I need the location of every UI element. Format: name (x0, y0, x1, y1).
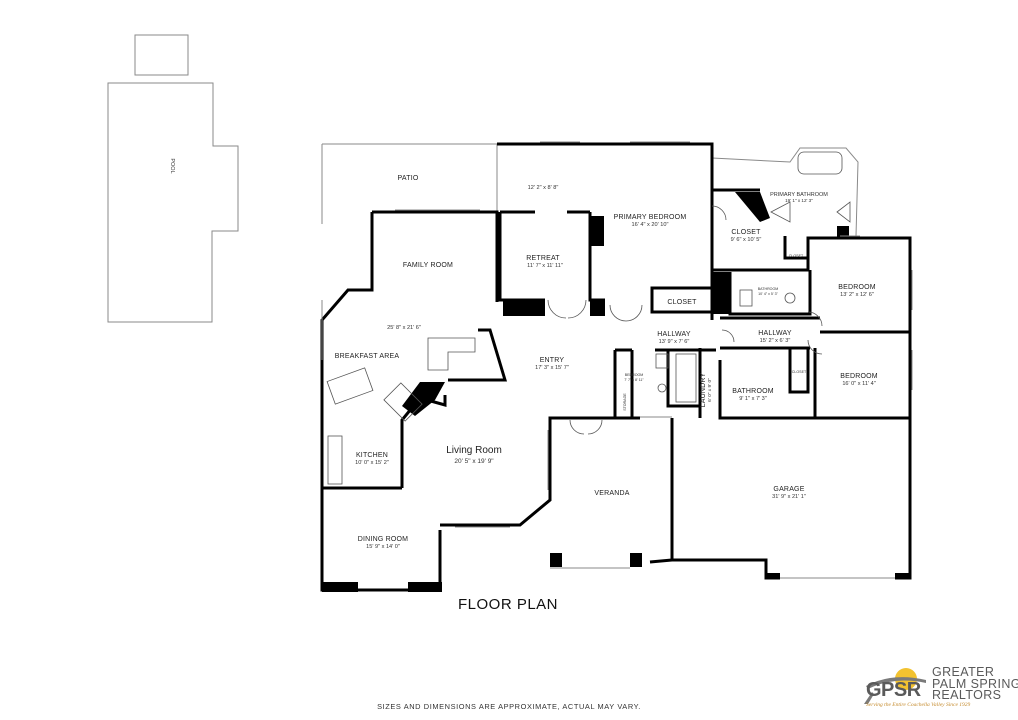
kitchen-dims: 10' 0" x 15' 2" (355, 460, 389, 466)
windows (321, 141, 913, 569)
breakfast-area-label: BREAKFAST AREA (335, 353, 400, 360)
primary-bathroom-label: PRIMARY BATHROOM (770, 192, 828, 198)
brand-line-3: REALTORS (932, 688, 1002, 702)
disclaimer-text: SIZES AND DIMENSIONS ARE APPROXIMATE, AC… (377, 702, 641, 711)
family-room-label: FAMILY ROOM (403, 262, 453, 269)
pool-label: POOL (169, 158, 175, 173)
bathroom-dims: 9' 1" x 7' 3" (739, 396, 767, 402)
bedroom-2-dims: 16' 0" x 11' 4" (842, 381, 875, 387)
brand-logo: GPSR GREATER PALM SPRINGS REALTORS Servi… (856, 662, 1018, 712)
bedroom-small-dims: 7' 7" x 8' 11" (624, 378, 644, 382)
brand-line-1: GREATER (932, 665, 995, 679)
closet-small-2-label: CLOSET (792, 370, 807, 374)
floor-plan-title: FLOOR PLAN (457, 596, 559, 613)
bathroom-label: BATHROOM (732, 388, 774, 395)
bedroom-1-label: BEDROOM (838, 284, 876, 291)
laundry-dims: 6' 0" x 9' 0" (707, 378, 713, 402)
primary-bedroom-dims: 16' 4" x 20' 10" (632, 222, 669, 228)
entry-dims: 17' 3" x 15' 7" (535, 365, 569, 371)
sun-roof-icon (864, 668, 926, 704)
retreat-label: RETREAT (526, 255, 560, 262)
walls (320, 142, 912, 592)
laundry-label: LAUNDRY (700, 373, 707, 408)
hallway-2-dims: 15' 2" x 6' 3" (760, 338, 791, 344)
kitchen-label: KITCHEN (356, 452, 388, 459)
brand-name: GREATER PALM SPRINGS REALTORS (932, 665, 1018, 702)
garage-dims: 31' 9" x 21' 1" (772, 494, 806, 500)
brand-tagline: Serving the Entire Coachella Valley Sinc… (866, 702, 971, 708)
entry-label: ENTRY (540, 357, 565, 364)
family-room-dims: 25' 8" x 21' 6" (387, 325, 421, 331)
hallway-2-label: HALLWAY (758, 330, 792, 337)
bedroom-1-dims: 13' 2" x 12' 6" (840, 292, 874, 298)
living-room-dims: 20' 5" x 19' 9" (454, 458, 494, 465)
pool-outline (107, 34, 239, 323)
retreat-dims: 11' 7" x 11' 11" (527, 263, 563, 269)
alcove-dims: 12' 2" x 8' 8" (528, 185, 559, 191)
brand-abbr: GPSR (866, 679, 921, 701)
closet-hall-label: CLOSET (667, 299, 697, 306)
thin-lines (321, 143, 910, 591)
bathroom-small-label: BATHROOM (758, 287, 779, 291)
room-labels: POOL PATIO FAMILY ROOM 25' 8" x 21' 6" B… (169, 158, 878, 550)
primary-bathroom-dims: 19' 1" x 12' 3" (785, 198, 813, 203)
closet-small-1-label: CLOSET (789, 254, 804, 258)
bathroom-small-dims: 10' 4" x 5' 3" (758, 292, 778, 296)
veranda-label: VERANDA (594, 490, 629, 497)
brand-line-2: PALM SPRINGS (932, 676, 1018, 691)
fixtures (326, 151, 851, 485)
dining-room-dims: 15' 9" x 14' 0" (366, 544, 400, 550)
hallway-1-dims: 13' 9" x 7' 6" (659, 339, 690, 345)
bedroom-small-label: BEDROOM (625, 373, 644, 377)
wall-blocks (322, 192, 910, 592)
storage-label: STORAGE (623, 393, 627, 411)
closet-main-label: CLOSET (731, 229, 761, 236)
living-room-label: Living Room (446, 445, 502, 456)
garage-label: GARAGE (773, 486, 804, 493)
bedroom-2-label: BEDROOM (840, 373, 878, 380)
hallway-1-label: HALLWAY (657, 331, 691, 338)
patio-label: PATIO (398, 175, 419, 182)
closet-main-dims: 9' 6" x 10' 5" (731, 237, 762, 243)
dining-room-label: DINING ROOM (358, 536, 408, 543)
primary-bedroom-label: PRIMARY BEDROOM (614, 214, 687, 221)
